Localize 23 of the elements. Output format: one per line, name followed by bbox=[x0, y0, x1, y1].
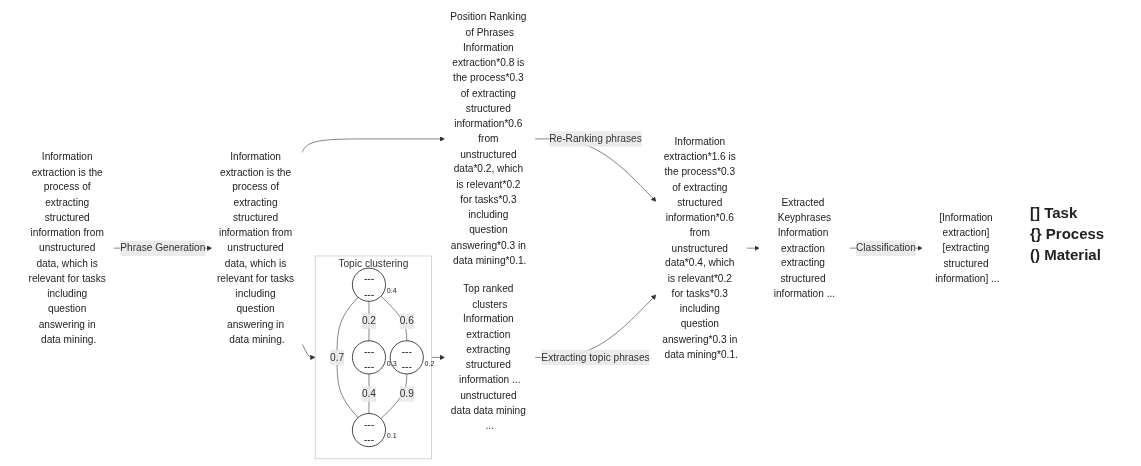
legend-entry: () Material bbox=[1030, 245, 1102, 263]
node-text: Position Ranking of Phrases Information extraction*0.8 is the process*0.3 of extracting structured information*0.6 from unstructured data*0.2, which is relevant*0.2 for tasks*0.3 including question answering*0.3 in data mining*0.1. bbox=[450, 11, 527, 267]
node-circle: --- --- bbox=[351, 267, 386, 302]
node-text: [Information extraction] [extracting structured information] ... bbox=[935, 211, 1000, 285]
edge-label: 0.7 bbox=[330, 351, 345, 363]
node-text: Information extraction is the process of extracting structured information from unstructured data, which is relevant for tasks including question answering in data mining. bbox=[28, 151, 106, 345]
node-circle: --- --- bbox=[351, 413, 386, 448]
edge-label: Phrase Generation bbox=[120, 242, 206, 254]
node-text: Information extraction is the process of extracting structured information from unstructured data, which is relevant for tasks including question answering in data mining. bbox=[216, 151, 295, 345]
legend-entry: [] Task bbox=[1030, 203, 1079, 221]
edge-label: 0.9 bbox=[399, 387, 414, 400]
node-text: Information extraction*1.6 is the process*0.3 of extracting structured information*0.6 from unstructured data*0.4, which is relevant*0.2 for tasks*0.3 including question answering*0.3 in data mining*0.1. bbox=[662, 135, 738, 361]
edge-label: Re-Ranking phrases bbox=[549, 133, 642, 145]
legend-entry: {} Process bbox=[1030, 224, 1106, 242]
edge-label: Extracting topic phrases bbox=[541, 351, 650, 363]
connector bbox=[336, 295, 360, 420]
edge-label: 0.6 bbox=[399, 315, 414, 327]
edge-label: Classification bbox=[856, 242, 916, 254]
node-circle: --- --- bbox=[351, 340, 386, 375]
node-text: Extracted Keyphrases Information extraction extracting structured information ... bbox=[773, 196, 836, 300]
edge-label: 0.2 bbox=[361, 315, 377, 327]
edge-label: 0.4 bbox=[361, 387, 377, 400]
node-text: Top ranked clusters Information extraction extracting structured information ... unstructured data data mining ... bbox=[450, 283, 526, 432]
